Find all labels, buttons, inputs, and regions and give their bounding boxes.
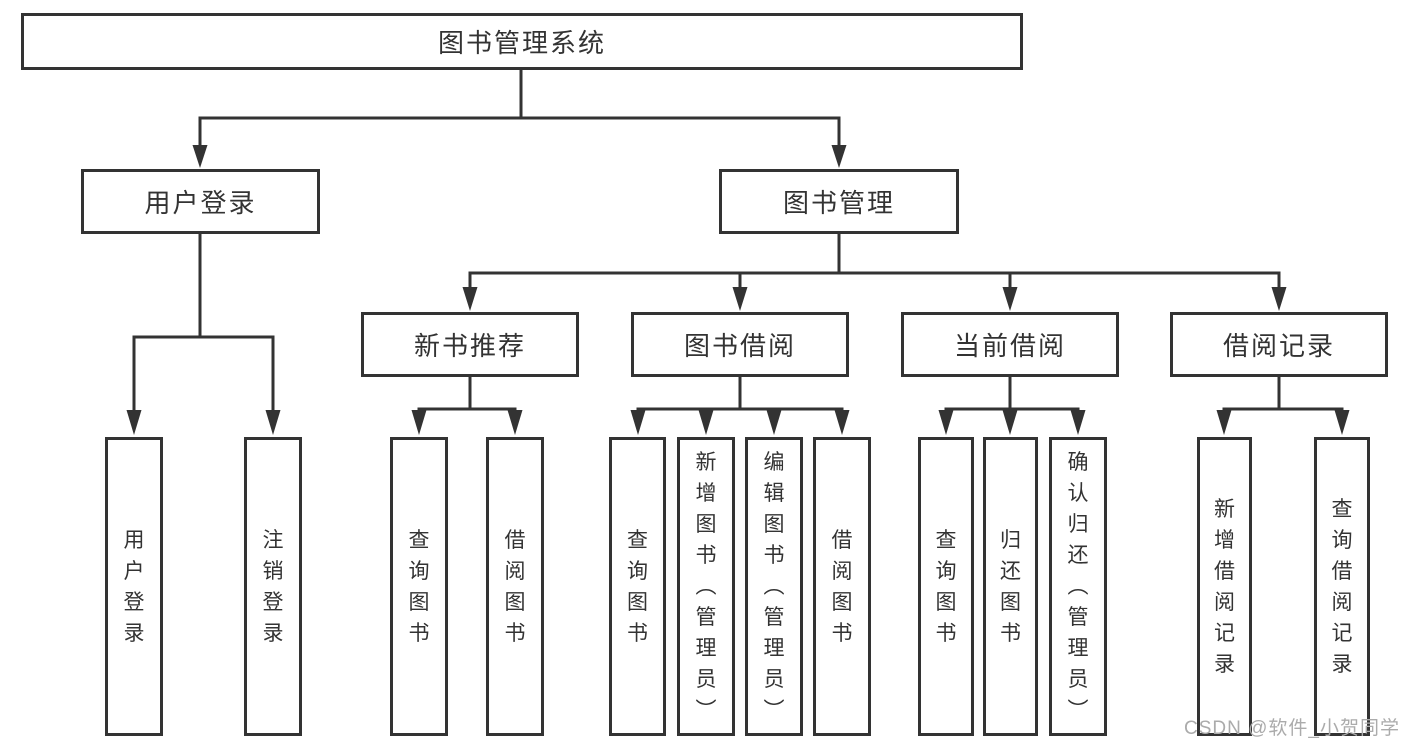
leaf-label: 用户登录 [123, 528, 145, 645]
leaf-label: 确认归还︵管理员︶ [1067, 451, 1089, 722]
leaf-user-login: 用户登录 [105, 437, 163, 736]
leaf-logout-login: 注销登录 [244, 437, 302, 736]
node-current-borrow: 当前借阅 [901, 312, 1119, 377]
leaf-bb-edit-books-admin: 编辑图书︵管理员︶ [745, 437, 803, 736]
node-user-login: 用户登录 [81, 169, 320, 234]
leaf-label: 借阅图书 [831, 528, 853, 645]
leaf-cb-confirm-return-admin: 确认归还︵管理员︶ [1049, 437, 1107, 736]
leaf-label: 借阅图书 [504, 528, 526, 645]
leaf-label: 查询借阅记录 [1331, 497, 1353, 676]
leaf-cb-query-books: 查询图书 [918, 437, 974, 736]
node-book-borrow: 图书借阅 [631, 312, 849, 377]
arrow-down-icons [126, 145, 1350, 435]
leaf-label: 新增图书︵管理员︶ [695, 451, 717, 722]
watermark: CSDN @软件_小贺同学 [1184, 718, 1400, 739]
leaf-br-add-borrow-record: 新增借阅记录 [1197, 437, 1252, 736]
leaf-bb-add-books-admin: 新增图书︵管理员︶ [677, 437, 735, 736]
leaf-bb-query-books: 查询图书 [609, 437, 666, 736]
leaf-label: 查询图书 [935, 528, 957, 645]
node-book-management: 图书管理 [719, 169, 959, 234]
leaf-label: 注销登录 [262, 528, 284, 645]
leaf-nb-borrow-books: 借阅图书 [486, 437, 544, 736]
leaf-label: 查询图书 [627, 528, 648, 645]
node-new-book-recommend: 新书推荐 [361, 312, 579, 377]
leaf-cb-return-books: 归还图书 [983, 437, 1038, 736]
leaf-label: 查询图书 [408, 528, 430, 645]
leaf-label: 新增借阅记录 [1214, 497, 1235, 676]
leaf-label: 编辑图书︵管理员︶ [763, 451, 785, 722]
leaf-br-query-borrow-record: 查询借阅记录 [1314, 437, 1370, 736]
node-borrow-records: 借阅记录 [1170, 312, 1388, 377]
leaf-bb-borrow-books: 借阅图书 [813, 437, 871, 736]
node-root-system: 图书管理系统 [21, 13, 1023, 70]
leaf-label: 归还图书 [1000, 528, 1021, 645]
leaf-nb-query-books: 查询图书 [390, 437, 448, 736]
